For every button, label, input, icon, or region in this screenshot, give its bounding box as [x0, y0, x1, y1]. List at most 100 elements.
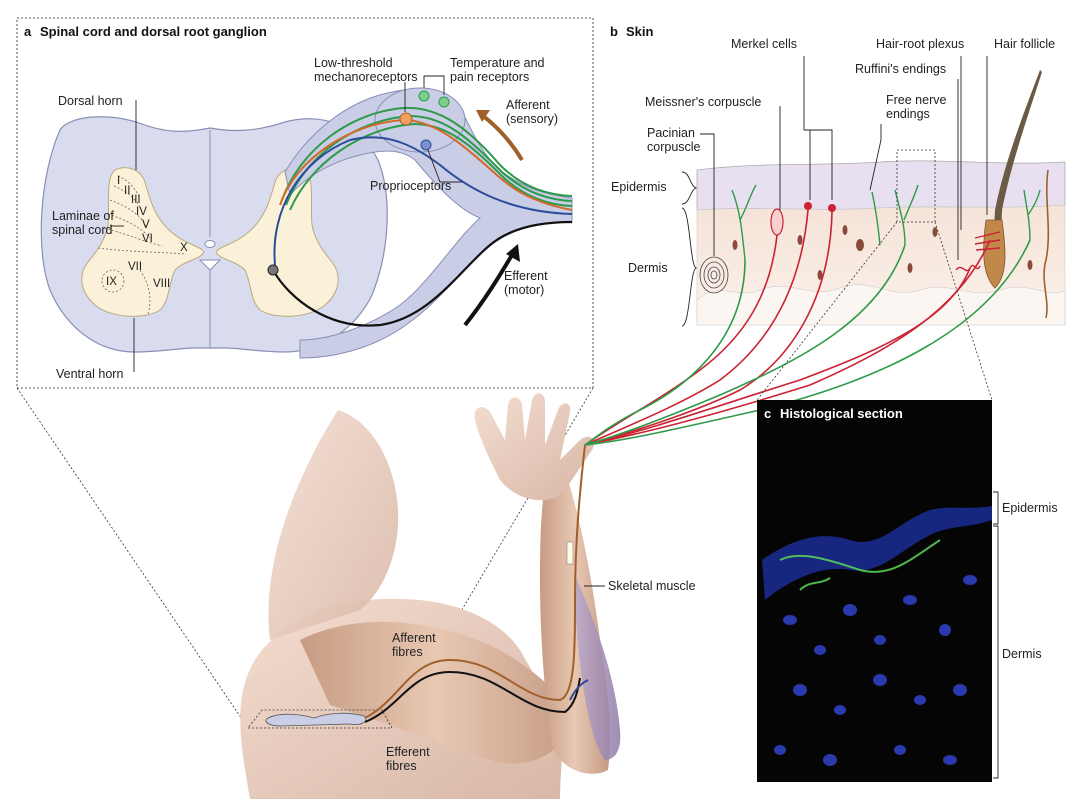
lamina-ix: IX [106, 276, 117, 288]
afferent-arrowhead [476, 110, 490, 122]
pacinian-label-line1: Pacinian [647, 126, 695, 140]
lamina-viii: VIII [153, 278, 170, 290]
histology-green-fibres [779, 539, 941, 591]
body-illustration: Skeletal muscle Afferent fibres Efferent… [16, 387, 696, 799]
free-nerve-label-line1: Free nerve [886, 93, 946, 107]
proprioceptor-cell [420, 139, 432, 151]
hair-follicle-label: Hair follicle [994, 37, 1055, 51]
afferent-label-line2: (sensory) [506, 112, 558, 126]
histology-epidermis-band [762, 506, 992, 600]
histology-zoom-line-left [756, 221, 898, 401]
central-canal [204, 240, 216, 248]
panel-b: b Skin [584, 24, 1066, 446]
cord-in-body [247, 709, 393, 729]
afferent-arrow [480, 113, 524, 162]
epidermis-label: Epidermis [611, 180, 667, 194]
free-nerve-label-line2: endings [886, 107, 930, 121]
panel-b-letter: b [610, 24, 618, 39]
lamina-ii: II [124, 185, 130, 197]
low-threshold-label-line2: mechanoreceptors [314, 70, 418, 84]
free-nerve-endings [731, 184, 1041, 261]
lamina-v: V [142, 219, 150, 231]
efferent-label-line1: Efferent [504, 269, 548, 283]
body-afferent-label-line2: fibres [392, 645, 423, 659]
laminae-label-line1: Laminae of [52, 209, 114, 223]
body-efferent-fibre [364, 670, 581, 723]
lamina-iii: III [131, 194, 141, 206]
hair-root-plexus-label: Hair-root plexus [876, 37, 964, 51]
laminae-numerals: I II III IV V VI VII VIII IX X [106, 175, 188, 290]
subcutaneous-fat [696, 284, 1066, 326]
hair-follicle-nerve-coil [1043, 169, 1050, 319]
panel-c-title: Histological section [780, 406, 903, 421]
body-afferent-fibre [364, 444, 586, 719]
meissner-label: Meissner's corpuscle [645, 95, 761, 109]
afferent-fibres [273, 106, 573, 266]
skeletal-muscle-label: Skeletal muscle [608, 579, 696, 593]
body-afferent-label-line1: Afferent [392, 631, 436, 645]
dorsal-horn-label: Dorsal horn [58, 94, 123, 108]
lamina-vii: VII [128, 261, 142, 273]
pain-receptor-cell-2 [438, 96, 450, 108]
histology-nuclei [774, 575, 977, 766]
body-efferent-label-line1: Efferent [386, 745, 430, 759]
panel-b-leaders [681, 56, 988, 327]
ruffini-label: Ruffini's endings [855, 62, 946, 76]
body-efferent-label-line2: fibres [386, 759, 417, 773]
laminae-boundaries [97, 175, 187, 315]
grey-matter-left [81, 167, 205, 317]
lamina-vi: VI [142, 233, 153, 245]
panel-a-title: Spinal cord and dorsal root ganglion [40, 24, 267, 39]
temp-pain-label-line2: pain receptors [450, 70, 529, 84]
merkel-cell-1 [804, 202, 812, 210]
lamina-i: I [117, 175, 120, 187]
merkel-cell-2 [828, 204, 836, 212]
pacinian-label-line2: corpuscle [647, 140, 701, 154]
skin-fibres-red [584, 209, 991, 446]
panel-a: a Spinal cord and dorsal root ganglion I… [16, 17, 594, 389]
panel-c-brackets [993, 491, 999, 779]
panel-c: c Histological section Epider [757, 400, 1058, 782]
low-threshold-label-line1: Low-threshold [314, 56, 393, 70]
zoom-line-left [16, 387, 249, 729]
lamina-x: X [180, 242, 188, 254]
histology-image [757, 400, 992, 782]
efferent-arrow [463, 253, 514, 327]
ventral-horn-label: Ventral horn [56, 367, 123, 381]
histology-zoom-box [896, 149, 936, 223]
pain-receptor-cell-1 [418, 90, 430, 102]
panel-a-leaders [110, 75, 462, 372]
histology-dermis-label: Dermis [1002, 647, 1042, 661]
panel-c-letter: c [764, 406, 771, 421]
panel-a-letter: a [24, 24, 32, 39]
dermis-label: Dermis [628, 261, 668, 275]
temp-pain-label-line1: Temperature and [450, 56, 545, 70]
afferent-label-line1: Afferent [506, 98, 550, 112]
body-proprioceptor-fibre [569, 679, 589, 701]
laminae-label-line2: spinal cord [52, 223, 112, 237]
upper-arm [300, 621, 575, 764]
histology-zoom-line-right [934, 221, 993, 401]
meissner-corpuscle [770, 208, 784, 236]
hand [474, 393, 595, 501]
efferent-motor-fibre [272, 220, 573, 327]
merkel-label: Merkel cells [731, 37, 797, 51]
cord-slice [265, 712, 367, 727]
efferent-label-line2: (motor) [504, 283, 544, 297]
motor-neuron-cell [267, 264, 279, 276]
histology-epidermis-label: Epidermis [1002, 501, 1058, 515]
hair-root-plexus [974, 231, 1001, 251]
tendon-upper [566, 541, 574, 565]
grey-matter-right [215, 167, 339, 317]
panel-b-title: Skin [626, 24, 654, 39]
head-neck [268, 410, 399, 640]
hair-follicle [983, 219, 1006, 289]
mechanoreceptor-cell [399, 112, 413, 126]
skeletal-muscle [575, 575, 621, 760]
dermal-cells [732, 225, 1033, 280]
proprioceptors-label: Proprioceptors [370, 179, 451, 193]
ventral-fissure [198, 259, 222, 271]
pacinian-corpuscle [699, 256, 729, 294]
efferent-arrowhead [506, 244, 520, 262]
